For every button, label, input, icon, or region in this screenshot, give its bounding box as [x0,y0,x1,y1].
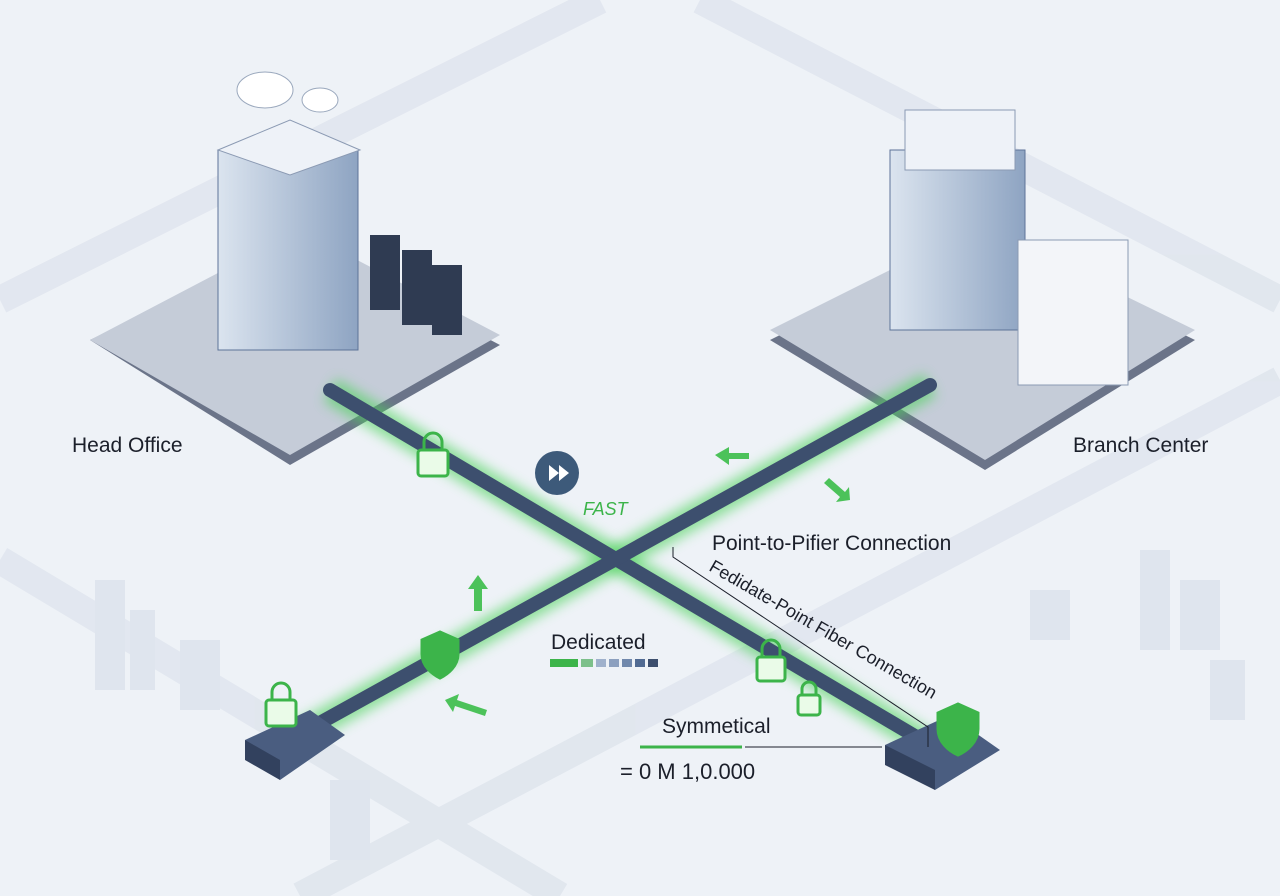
point-to-point-label: Point-to-Pifier Connection [712,532,952,555]
lock-icon [755,638,787,683]
branch-annex [1017,239,1129,386]
head-office-label: Head Office [72,434,183,457]
branch-tower [889,149,1026,331]
dedicated-label: Dedicated [551,631,646,654]
symmetrical-label: Symmetical [662,715,771,738]
lock-icon [416,431,450,478]
lock-icon [796,680,822,717]
city-blocks-left [95,580,370,860]
fast-badge-icon [535,451,579,495]
speed-label: = 0 M 1,0.000 [620,759,756,784]
head-office-tower [217,149,359,351]
branch-center-platform [770,109,1195,470]
shield-icon [936,702,980,757]
fast-label: FAST [583,499,628,519]
city-blocks-right [1030,550,1245,720]
shield-icon [420,630,460,680]
cloud-icon [236,71,339,113]
annotation-leaders [672,547,929,748]
dedicated-bar [550,659,658,667]
arrow-icons [445,447,850,716]
fiber-cables [273,373,937,757]
head-office-platform [90,71,500,465]
lock-icon [264,681,298,728]
termination-box-left [245,710,345,780]
cable-branch-to-head-end [273,378,937,752]
branch-center-label: Branch Center [1073,434,1209,457]
